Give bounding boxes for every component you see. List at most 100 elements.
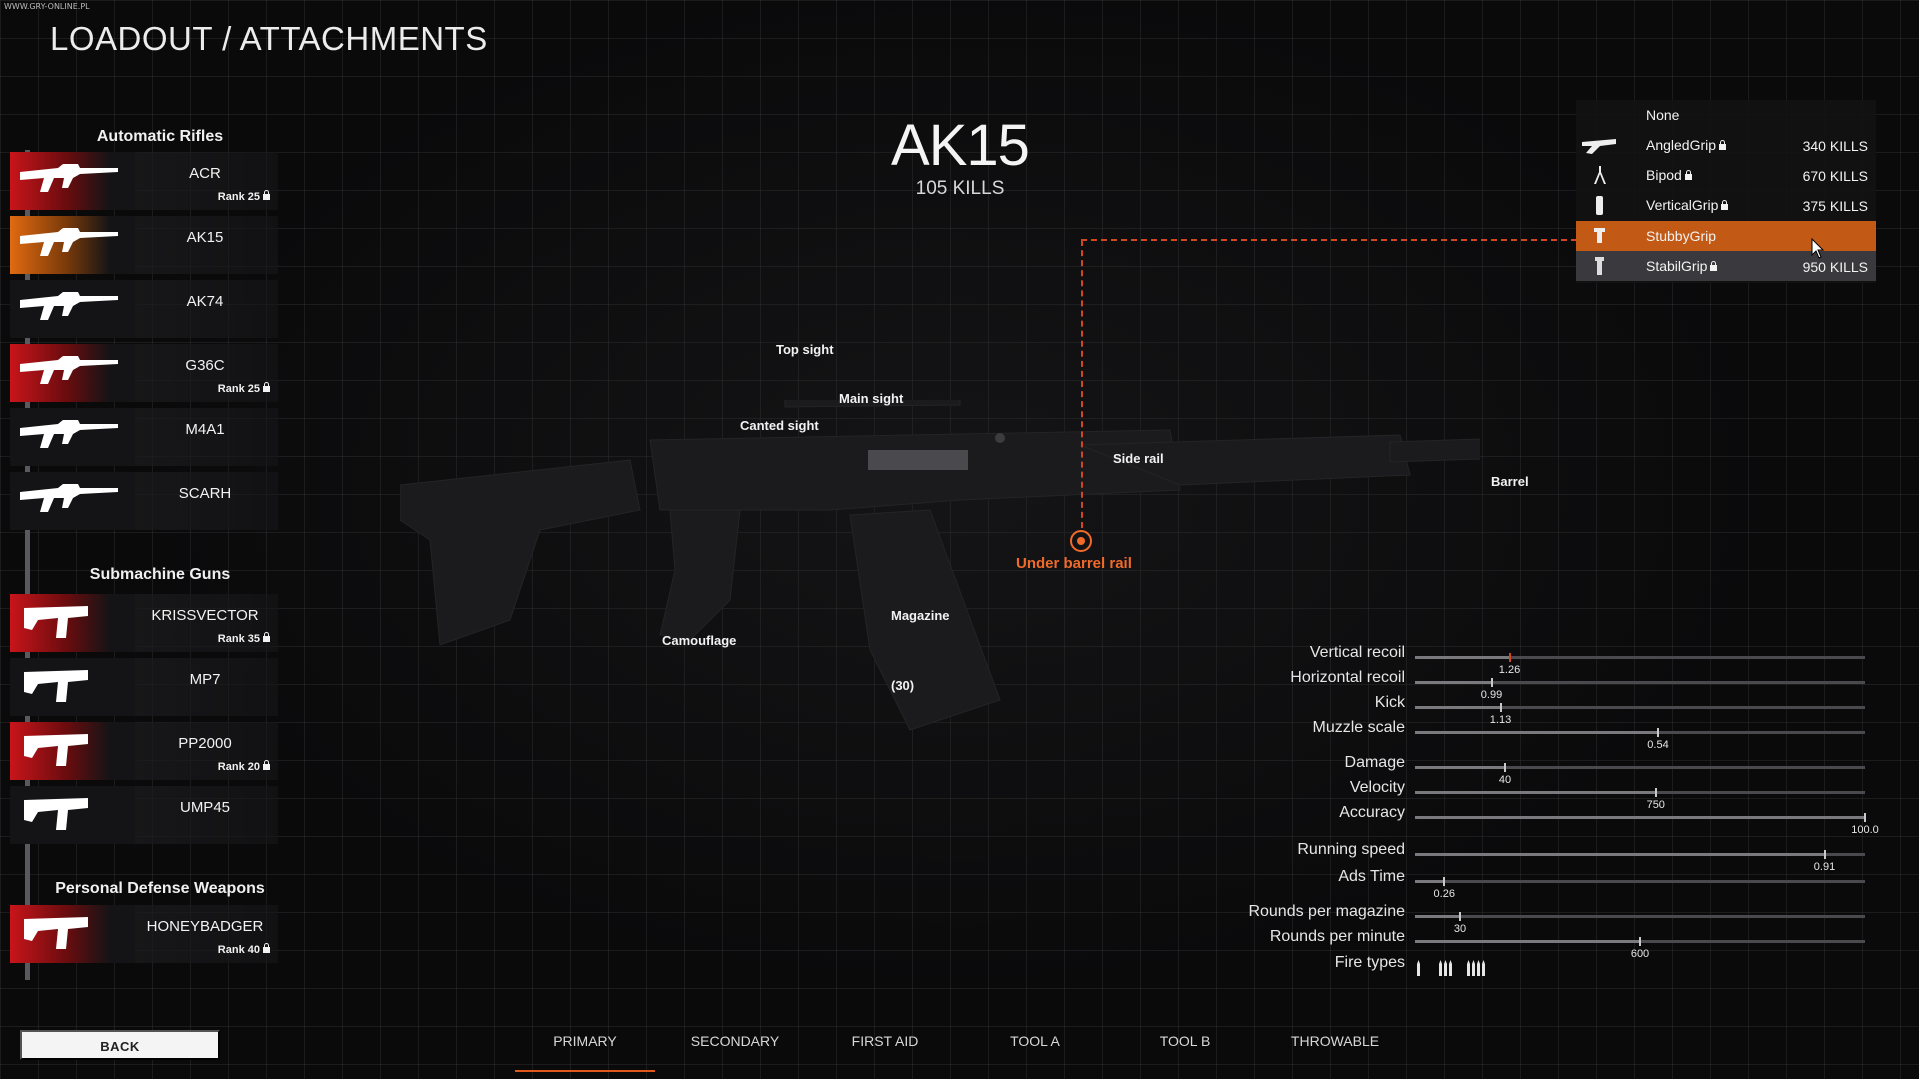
weapon-item-ak15[interactable]: AK15 xyxy=(10,216,278,274)
weapon-list-scrollbar[interactable] xyxy=(25,150,30,980)
weapon-rank-requirement: Rank 20 xyxy=(218,760,270,773)
weapon-item-scarh[interactable]: SCARH xyxy=(10,472,278,530)
attachment-bipod[interactable]: Bipod 670 KILLS xyxy=(1576,160,1876,190)
attachment-name: StabilGrip xyxy=(1646,258,1718,274)
stat-label: Ads Time xyxy=(1338,868,1405,885)
tab-tool-b[interactable]: TOOL B xyxy=(1159,1033,1211,1049)
stat-bar: 100.0 xyxy=(1415,813,1879,836)
lock-icon xyxy=(263,190,270,201)
stat-bar: 0.99 xyxy=(1415,678,1865,701)
stat-label: Kick xyxy=(1374,694,1405,711)
stat-bar-fill xyxy=(1415,880,1445,883)
weapon-silhouette-icon xyxy=(24,798,88,830)
attachment-stabilgrip[interactable]: StabilGrip 950 KILLS xyxy=(1576,251,1876,281)
weapon-thumbnail xyxy=(10,408,135,466)
stat-bar-fill xyxy=(1415,681,1492,684)
stat-bar-marker xyxy=(1654,788,1657,797)
stat-label: Running speed xyxy=(1297,841,1405,858)
slot-top-sight[interactable]: Top sight xyxy=(776,342,834,357)
stat-bar-marker xyxy=(1508,653,1511,662)
weapon-item-mp7[interactable]: MP7 xyxy=(10,658,278,716)
vertical-grip-icon xyxy=(1596,196,1603,215)
attachment-angledgrip[interactable]: AngledGrip 340 KILLS xyxy=(1576,130,1876,160)
connector-line-vertical xyxy=(1081,240,1083,528)
under-barrel-target-icon[interactable] xyxy=(1070,530,1092,552)
stat-label: Velocity xyxy=(1349,779,1405,796)
stat-bar: 40 xyxy=(1415,763,1865,786)
weapon-rank-requirement: Rank 40 xyxy=(218,943,270,956)
stat-label: Damage xyxy=(1344,754,1405,771)
attachment-name: Bipod xyxy=(1646,167,1692,183)
stat-bar-marker xyxy=(1639,937,1641,946)
stat-value: 0.54 xyxy=(1647,739,1669,751)
slot-side-rail[interactable]: Side rail xyxy=(1113,451,1164,466)
weapon-silhouette-icon xyxy=(20,356,118,384)
stat-bar-marker xyxy=(1459,912,1461,921)
weapon-name: G36C xyxy=(185,357,225,374)
attachment-stubbygrip[interactable]: StubbyGrip xyxy=(1576,221,1876,251)
weapon-item-m4a1[interactable]: M4A1 xyxy=(10,408,278,466)
stat-bar-fill xyxy=(1415,940,1640,943)
weapon-silhouette-icon xyxy=(24,670,88,702)
attachment-verticalgrip[interactable]: VerticalGrip 375 KILLS xyxy=(1576,190,1876,220)
weapon-item-ump45[interactable]: UMP45 xyxy=(10,786,278,844)
stat-bar-marker xyxy=(1657,728,1659,737)
slot-under-barrel-rail[interactable]: Under barrel rail xyxy=(1016,555,1132,572)
stat-bar-fill xyxy=(1415,706,1501,709)
tab-primary[interactable]: PRIMARY xyxy=(515,1026,655,1072)
stat-value: 0.99 xyxy=(1480,689,1503,701)
attachment-kills: 950 KILLS xyxy=(1802,259,1868,275)
weapon-thumbnail xyxy=(10,344,135,402)
stat-bar-fill xyxy=(1415,853,1825,856)
weapon-silhouette-icon xyxy=(20,228,118,256)
tab-tool-a[interactable]: TOOL A xyxy=(1010,1033,1060,1049)
category-submachine-guns: Submachine Guns xyxy=(89,566,231,583)
slot-canted-sight[interactable]: Canted sight xyxy=(740,418,819,433)
slot-main-sight[interactable]: Main sight xyxy=(839,391,904,406)
slot-barrel[interactable]: Barrel xyxy=(1491,474,1529,489)
slot-camouflage[interactable]: Camouflage xyxy=(662,633,737,648)
weapon-rank-requirement: Rank 35 xyxy=(217,632,270,645)
weapon-name: AK15 xyxy=(186,229,224,246)
lock-icon xyxy=(263,760,270,771)
stat-label: Muzzle scale xyxy=(1312,719,1405,736)
fire-type-burst-icon xyxy=(1439,960,1452,976)
weapon-rank-text: Rank 35 xyxy=(217,633,260,645)
stat-bar-marker xyxy=(1443,877,1446,886)
mouse-cursor-icon xyxy=(1811,238,1825,259)
stat-value: 0.91 xyxy=(1813,861,1836,873)
weapon-name: UMP45 xyxy=(179,799,231,816)
stat-bar: 0.54 xyxy=(1415,728,1865,751)
stat-bar: 600 xyxy=(1415,937,1865,960)
stat-label: Rounds per magazine xyxy=(1248,903,1405,920)
tab-first-aid[interactable]: FIRST AID xyxy=(851,1033,919,1049)
slot-magazine[interactable]: Magazine xyxy=(891,608,950,623)
attachment-name: None xyxy=(1646,107,1680,123)
stat-value: 40 xyxy=(1498,774,1512,786)
tab-secondary[interactable]: SECONDARY xyxy=(690,1033,780,1049)
weapon-silhouette-icon xyxy=(24,917,88,949)
stat-bar: 750 xyxy=(1415,788,1865,811)
back-button[interactable]: BACK xyxy=(20,1030,220,1060)
weapon-model xyxy=(400,400,1480,731)
stat-bar-fill xyxy=(1415,766,1505,769)
stubby-grip-icon xyxy=(1594,228,1605,243)
stat-value: 1.26 xyxy=(1498,664,1521,676)
stat-label: Rounds per minute xyxy=(1269,928,1405,945)
tab-throwable[interactable]: THROWABLE xyxy=(1290,1033,1380,1049)
lock-icon xyxy=(1721,200,1729,211)
weapon-name: SCARH xyxy=(178,485,232,502)
attachment-none[interactable]: None xyxy=(1576,100,1876,130)
stabil-grip-icon xyxy=(1595,257,1604,275)
fire-type-auto-icon xyxy=(1467,960,1485,976)
weapon-name: AK74 xyxy=(186,293,224,310)
lock-icon xyxy=(263,382,270,393)
stat-bar-fill xyxy=(1415,915,1460,918)
weapon-item-ak74[interactable]: AK74 xyxy=(10,280,278,338)
stat-bar: 1.13 xyxy=(1415,703,1865,726)
